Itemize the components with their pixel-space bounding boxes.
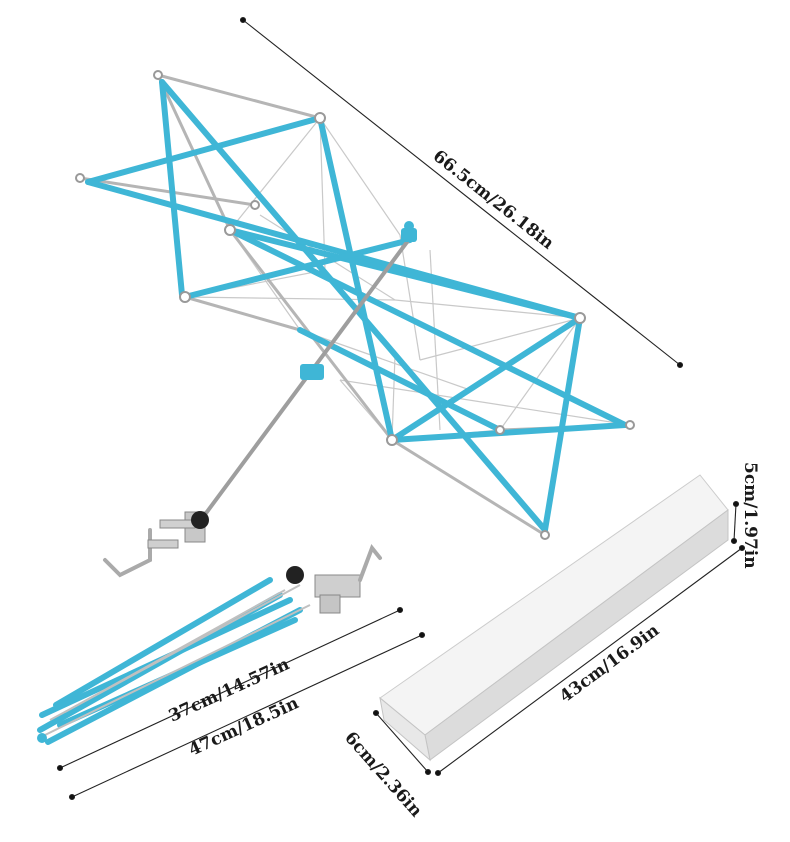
open-umbrella-swift bbox=[75, 70, 635, 578]
folded-knob bbox=[37, 733, 47, 743]
swift-joints bbox=[75, 70, 635, 540]
swift-blue-arms bbox=[85, 79, 628, 533]
label-box-height: 5cm/1.97in bbox=[740, 462, 760, 569]
packaging-box bbox=[379, 474, 729, 762]
swift-table-clamp bbox=[103, 511, 209, 578]
swift-slider-collar bbox=[300, 364, 324, 380]
label-open-diagonal: 66.5cm/26.18in bbox=[429, 146, 558, 253]
box-end-face bbox=[379, 696, 431, 762]
folded-table-clamp bbox=[286, 544, 382, 614]
folded-metal-rods bbox=[44, 584, 311, 736]
dimension-lines bbox=[56, 16, 746, 801]
swift-top-knob bbox=[401, 221, 417, 242]
box-top-face bbox=[379, 474, 729, 736]
swift-center-shaft bbox=[193, 236, 412, 530]
folded-umbrella-swift bbox=[37, 544, 382, 745]
